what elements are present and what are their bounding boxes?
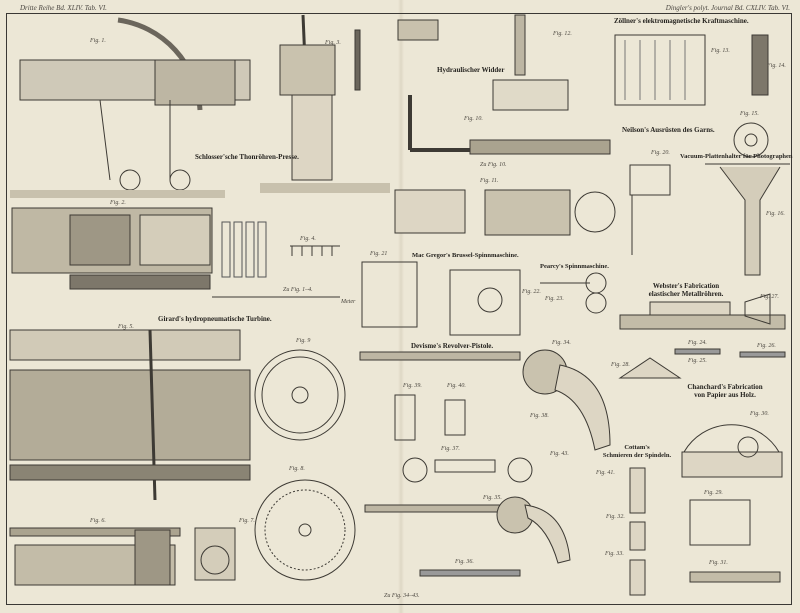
fig10-hydraulic-ram (397, 14, 611, 155)
title-devisme: Devisme's Revolver-Pistole. (411, 342, 494, 350)
plate-frame (6, 13, 792, 605)
fig-label: Fig. 15. (740, 111, 759, 117)
fig-label: Fig. 29. (704, 490, 723, 496)
title-chanchard-line2: von Papier aus Holz. (694, 391, 756, 399)
fig-label: Fig. 39. (403, 383, 422, 389)
header-left: Dritte Reihe Bd. XLIV. Tab. VI. (20, 4, 107, 12)
fig-label: Fig. 35. (483, 495, 502, 501)
fig-label: Fig. 13. (711, 48, 730, 54)
title-webster: Webster's Fabrication elastischer Metall… (636, 282, 736, 298)
title-zoellner: Zöllner's elektromagnetische Kraftmaschi… (614, 17, 749, 25)
revolver-parts (394, 394, 533, 577)
fig-label: Fig. 22. (522, 289, 541, 295)
fig-label: Fig. 8. (289, 466, 305, 472)
fig-label: Fig. 21 (370, 251, 388, 257)
fig-label: Fig. 25. (688, 358, 707, 364)
fig-label: Fig. 5. (118, 324, 134, 330)
scale-fig1-4: Zu Fig. 1–4. (283, 287, 313, 293)
title-cottam-line2: Schmieren der Spindeln. (602, 452, 672, 459)
fig28-fig29-fig31 (618, 357, 781, 583)
fig-label: Fig. 12. (553, 31, 572, 37)
fig-label: Fig. 23. (545, 296, 564, 302)
title-neilson: Neilson's Ausrüsten des Garns. (622, 126, 715, 134)
fig34-revolver (359, 349, 611, 451)
title-macgregor: Mac Gregor's Brussel-Spinnmaschine. (412, 252, 519, 259)
fig-label: Fig. 43. (550, 451, 569, 457)
fig20-neilson (629, 164, 671, 255)
fig-label: Fig. 4. (300, 236, 316, 242)
fig-label: Fig. 28. (611, 362, 630, 368)
fig11-pipe-section (394, 189, 616, 236)
title-hydraulic-ram: Hydraulischer Widder (437, 66, 505, 74)
header-right: Dingler's polyt. Journal Bd. CXLIV. Tab.… (665, 4, 790, 12)
fig-label: Fig. 34. (552, 340, 571, 346)
title-webster-line1: Webster's Fabrication (652, 282, 720, 290)
fig5-turbine (9, 329, 251, 501)
fig30-paper-machine (681, 424, 783, 478)
fig32-fig33-spindle (629, 467, 646, 596)
fig-label: Fig. 1. (90, 38, 106, 44)
title-cottam-line1: Cottam's (624, 444, 650, 451)
scale-fig10: Zu Fig. 10. (480, 162, 507, 168)
fig-label: Fig. 24. (688, 340, 707, 346)
fig9-fig8-wheels (254, 349, 356, 581)
fig-label: Fig. 36. (455, 559, 474, 565)
title-webster-line2: elastischer Metallröhren. (648, 290, 724, 298)
title-cottam: Cottam's Schmieren der Spindeln. (598, 444, 676, 460)
fig21-fig22-spinning (361, 261, 607, 336)
fig-label: Fig. 31. (709, 560, 728, 566)
fig-label: Fig. 2. (110, 200, 126, 206)
scale-meter: Meter (341, 299, 356, 305)
fig-label: Fig. 27. (760, 294, 779, 300)
title-girard: Girard's hydropneumatische Turbine. (158, 315, 272, 323)
fig-label: Fig. 30. (750, 411, 769, 417)
fig-label: Fig. 41. (596, 470, 615, 476)
fig-label: Fig. 11. (480, 178, 499, 184)
fig-label: Fig. 20. (651, 150, 670, 156)
fig2-press-plan (11, 207, 340, 298)
fig3-press-side (260, 14, 390, 193)
fig13-electromagnetic-engine (614, 34, 769, 158)
fig-label: Fig. 10. (464, 116, 483, 122)
fig-label: Fig. 9 (296, 338, 311, 344)
fig-label: Fig. 37. (441, 446, 460, 452)
fig27-webster-machine (619, 293, 786, 358)
title-vacuum: Vacuum-Plattenhalter für Photographen (680, 153, 793, 160)
scale-fig34-43: Zu Fig. 34–43. (384, 593, 420, 599)
fig16-vacuum-holder (705, 163, 790, 276)
fig-label: Fig. 16. (766, 211, 785, 217)
fig35-revolver (364, 496, 571, 564)
fig-label: Fig. 3. (325, 40, 341, 46)
title-chanchard: Chanchard's Fabrication von Papier aus H… (680, 383, 770, 399)
fig-label: Fig. 14. (767, 63, 786, 69)
fig-label: Fig. 38. (530, 413, 549, 419)
fig6-fig7-machinery (9, 527, 236, 586)
fig1-clay-pipe-press (10, 17, 251, 198)
fig-label: Fig. 6. (90, 518, 106, 524)
fig-label: Fig. 33. (605, 551, 624, 557)
fig-label: Fig. 32. (606, 514, 625, 520)
page-fold (398, 0, 404, 613)
title-schlosser: Schlosser'sche Thonröhren-Presse. (195, 153, 299, 161)
fig-label: Fig. 7. (239, 518, 255, 524)
fig-label: Fig. 40. (447, 383, 466, 389)
fig-label: Fig. 26. (757, 343, 776, 349)
title-chanchard-line1: Chanchard's Fabrication (687, 383, 763, 391)
title-pearcy: Pearcy's Spinnmaschine. (540, 263, 609, 270)
